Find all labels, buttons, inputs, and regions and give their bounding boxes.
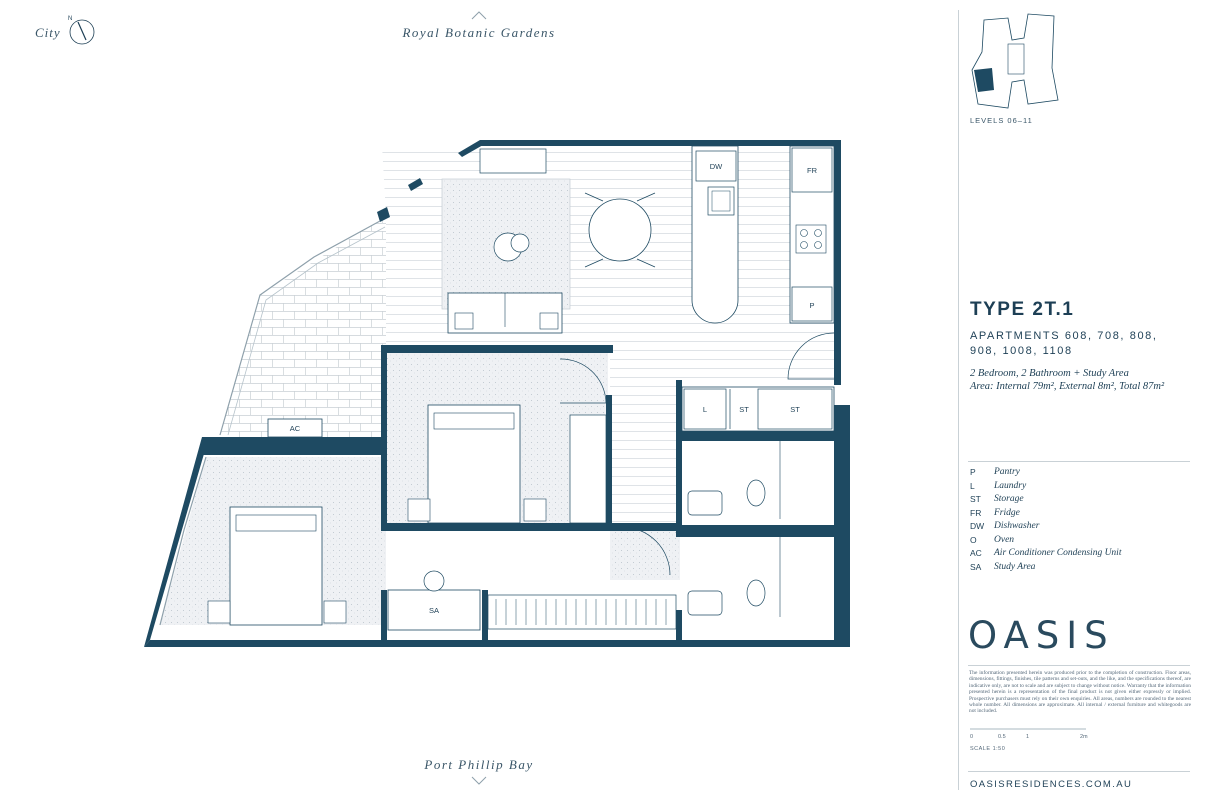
oasis-logo: OASIS <box>968 614 1115 657</box>
balcony-pavers <box>220 215 386 437</box>
apartment-type-title: TYPE 2T.1 <box>970 299 1075 320</box>
plan-label-ac: AC <box>290 424 301 433</box>
north-arrow-icon: N <box>68 16 95 45</box>
apartment-numbers: APARTMENTS 608, 708, 808, 908, 1008, 110… <box>970 330 1158 357</box>
orientation-top-label: Royal Botanic Gardens <box>402 25 556 40</box>
plan-label-l: L <box>703 405 707 414</box>
website-link[interactable]: OASISRESIDENCES.COM.AU <box>970 779 1133 790</box>
floor-plan: AC DW FR P L ST ST SA <box>144 140 850 647</box>
plan-label-sa: SA <box>429 606 439 615</box>
plan-label-dw: DW <box>710 162 723 171</box>
north-label: N <box>68 16 72 22</box>
disclaimer-text: The information presented herein was pro… <box>969 670 1191 715</box>
scale-tick: 0.5 <box>998 734 1006 740</box>
plan-label-fr: FR <box>807 166 818 175</box>
scale-tick: 1 <box>1026 734 1029 740</box>
legend-divider <box>968 461 1190 462</box>
plan-label-st1: ST <box>739 405 749 414</box>
scale-label: SCALE 1:50 <box>970 746 1006 752</box>
wardrobe-hangers <box>495 599 667 625</box>
compass-label: City <box>35 25 61 40</box>
orientation-bottom-label: Port Phillip Bay <box>424 757 534 772</box>
plan-label-p: P <box>809 301 814 310</box>
plan-label-st2: ST <box>790 405 800 414</box>
keyplan-icon <box>971 13 1059 109</box>
area-description: Area: Internal 79m², External 8m², Total… <box>970 381 1165 392</box>
caret-down-icon <box>471 776 487 785</box>
scale-bar: 0 0.5 1 2m <box>970 728 1088 740</box>
sidebar-divider <box>958 10 959 790</box>
footer-divider <box>968 771 1190 772</box>
levels-label: LEVELS 06–11 <box>970 116 1033 125</box>
scale-tick: 2m <box>1080 734 1088 740</box>
walls <box>144 140 850 647</box>
scale-tick: 0 <box>970 734 973 740</box>
bedroom-description: 2 Bedroom, 2 Bathroom + Study Area <box>970 368 1129 379</box>
caret-up-icon <box>471 11 487 20</box>
disclaimer-divider <box>968 665 1190 666</box>
